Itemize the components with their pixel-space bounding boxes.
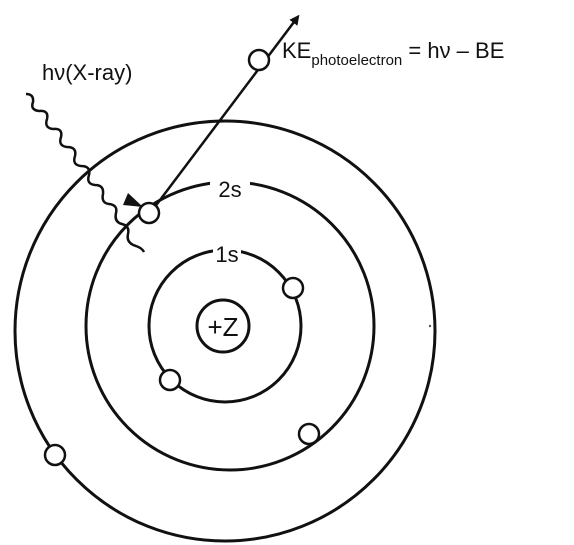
electron-2s-vacancy	[137, 201, 161, 225]
photoelectron-ke-label: KEphotoelectron = hν – BE	[282, 38, 504, 69]
incoming-xray-label: hν(X-ray)	[42, 60, 132, 85]
electron-2s-lower	[297, 422, 321, 446]
electron-ejected	[247, 48, 271, 72]
nucleus-label: +Z	[207, 312, 238, 342]
ke-main: KE	[282, 38, 311, 63]
shell-label-2s: 2s	[218, 177, 241, 202]
ke-equation: = hν – BE	[402, 38, 504, 63]
xray-arrowhead	[123, 193, 143, 207]
electron-outer-left	[43, 443, 67, 467]
electron-1s-upper	[281, 276, 305, 300]
shell-label-1s: 1s	[215, 242, 238, 267]
electron-1s-lower	[158, 368, 182, 392]
stray-mark	[428, 324, 432, 328]
xray-wavy-path	[25, 92, 146, 253]
nucleus	[195, 298, 251, 354]
ke-subscript: photoelectron	[311, 52, 402, 69]
photoelectron-path	[150, 14, 300, 213]
outer-orbit	[13, 119, 437, 543]
